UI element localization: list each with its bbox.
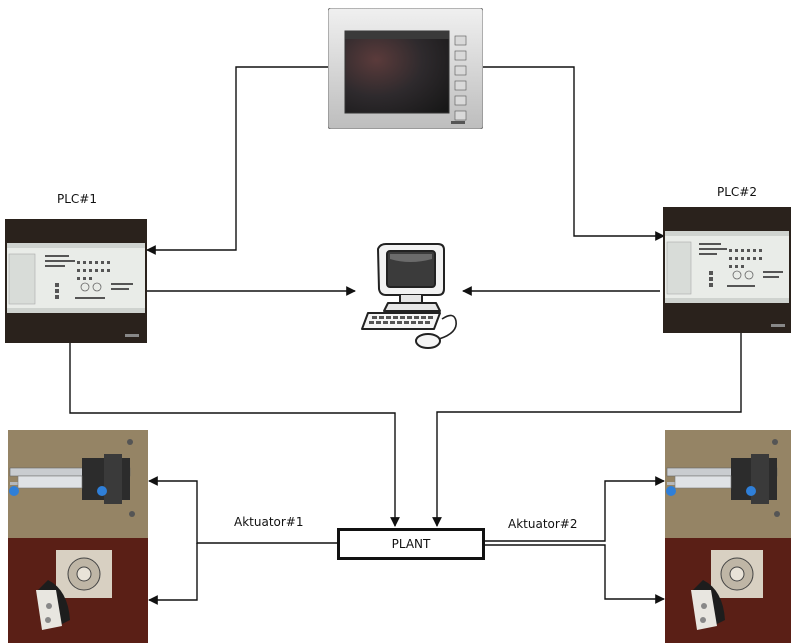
plant-box: PLANT xyxy=(337,528,485,560)
aktuator1-device xyxy=(8,430,148,643)
hmi-to-plc1-line xyxy=(146,66,330,255)
hmi-panel xyxy=(328,8,483,129)
hmi-to-plc2-line xyxy=(483,66,665,241)
plc1-label: PLC#1 xyxy=(57,192,97,206)
computer-icon xyxy=(361,243,457,349)
hmi-screen xyxy=(344,30,450,114)
plant-to-aktuator2-line-lower xyxy=(485,544,665,604)
plc2-label: PLC#2 xyxy=(717,185,757,199)
plc1-device xyxy=(5,219,147,343)
aktuator2-device xyxy=(665,430,791,643)
aktuator2-label: Aktuator#2 xyxy=(508,517,578,531)
plant-to-aktuator1-line xyxy=(148,476,337,544)
plc1-to-plant-line xyxy=(69,343,400,527)
plant-label: PLANT xyxy=(391,537,431,551)
plant-to-aktuator1-line-lower xyxy=(148,543,198,605)
plc2-to-plant-line xyxy=(432,333,742,527)
plant-to-aktuator2-line xyxy=(485,476,665,542)
plc2-device xyxy=(663,207,791,333)
hmi-function-keys xyxy=(454,35,467,121)
aktuator1-label: Aktuator#1 xyxy=(234,515,304,529)
